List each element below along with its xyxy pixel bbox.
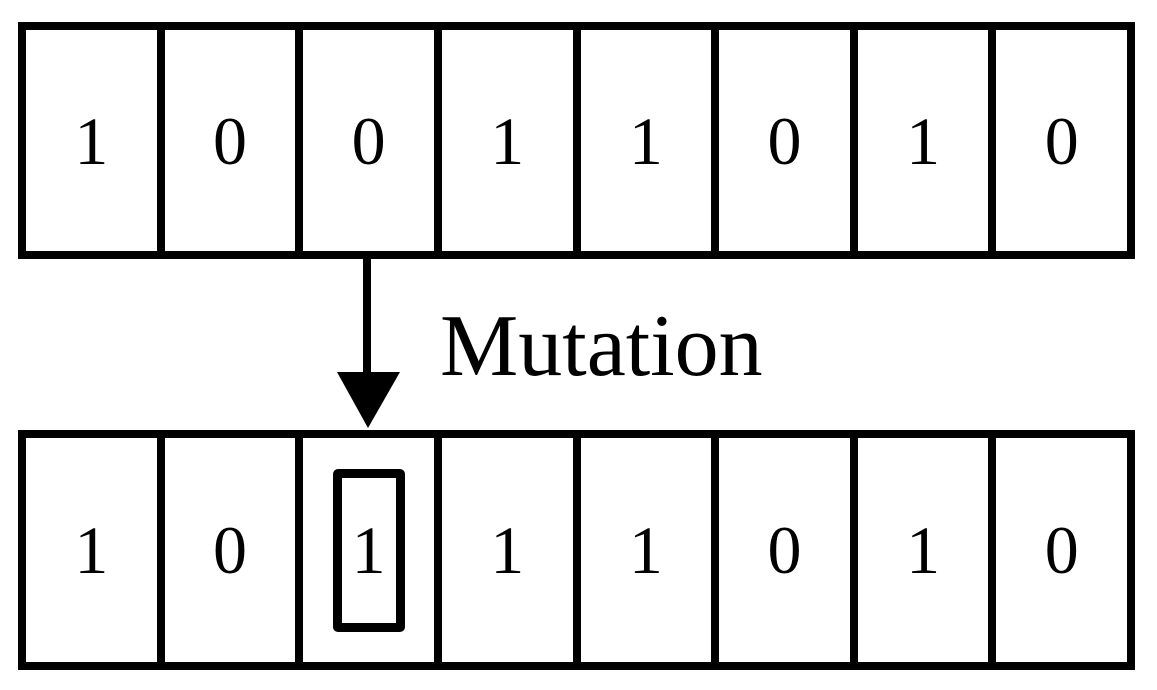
parent-gene-4: 1 xyxy=(580,30,720,251)
child-gene-2-mutated: 1 xyxy=(303,438,442,662)
gene-value: 0 xyxy=(1044,102,1079,179)
parent-gene-3: 1 xyxy=(441,30,581,251)
mutated-gene-highlight: 1 xyxy=(332,468,405,632)
gene-value: 1 xyxy=(74,102,109,179)
child-gene-7: 0 xyxy=(996,438,1127,662)
gene-value: 1 xyxy=(490,102,525,179)
parent-gene-7: 0 xyxy=(996,30,1127,251)
mutation-label: Mutation xyxy=(440,298,763,395)
gene-value: 0 xyxy=(767,102,802,179)
child-gene-1: 0 xyxy=(164,438,304,662)
gene-value: 1 xyxy=(906,512,941,588)
child-gene-4: 1 xyxy=(580,438,720,662)
gene-value: 1 xyxy=(906,102,941,179)
parent-chromosome: 1 0 0 1 1 0 1 0 xyxy=(18,22,1135,259)
child-gene-5: 0 xyxy=(719,438,858,662)
gene-value: 0 xyxy=(212,102,247,179)
parent-gene-2: 0 xyxy=(303,30,442,251)
parent-gene-0: 1 xyxy=(26,30,165,251)
mutation-arrow-icon xyxy=(337,255,400,428)
arrow-head xyxy=(337,372,400,428)
parent-gene-1: 0 xyxy=(164,30,304,251)
parent-gene-5: 0 xyxy=(719,30,858,251)
gene-value: 0 xyxy=(212,512,247,588)
child-gene-6: 1 xyxy=(857,438,997,662)
gene-value: 1 xyxy=(628,102,663,179)
gene-value: 0 xyxy=(1044,512,1079,588)
child-gene-3: 1 xyxy=(441,438,581,662)
gene-value: 0 xyxy=(351,102,386,179)
gene-value: 1 xyxy=(74,512,109,588)
gene-value: 1 xyxy=(490,512,525,588)
child-gene-0: 1 xyxy=(26,438,165,662)
arrow-shaft xyxy=(363,255,371,375)
parent-gene-6: 1 xyxy=(857,30,997,251)
mutated-chromosome: 1 0 1 1 1 0 1 0 xyxy=(18,430,1135,670)
gene-value: 1 xyxy=(628,512,663,588)
gene-value: 0 xyxy=(767,512,802,588)
